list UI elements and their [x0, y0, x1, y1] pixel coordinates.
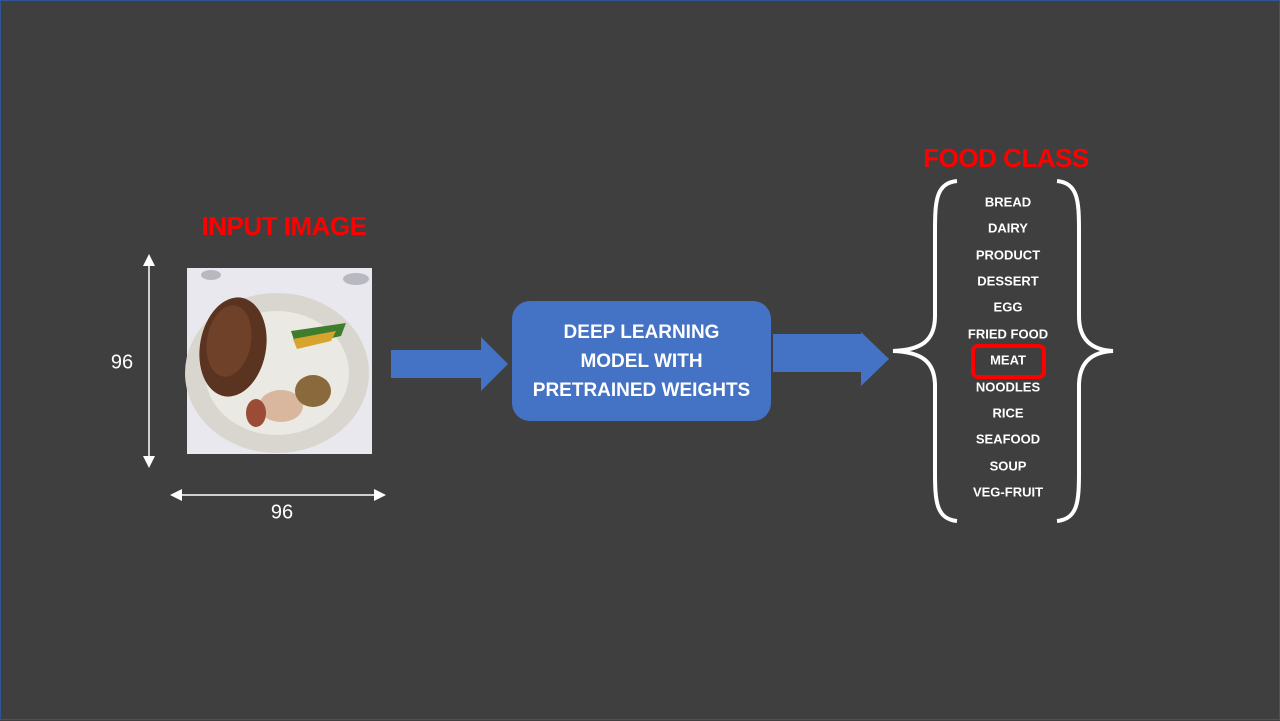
model-to-output-arrow — [773, 332, 889, 386]
class-item: DESSERT — [977, 273, 1039, 289]
class-item: EGG — [993, 299, 1023, 315]
right-brace — [1056, 179, 1114, 523]
input-image-title: INPUT IMAGE — [201, 211, 367, 241]
deep-learning-model-box: DEEP LEARNING MODEL WITH PRETRAINED WEIG… — [512, 301, 771, 421]
class-item: DAIRY — [988, 220, 1028, 236]
input-to-model-arrow — [391, 337, 508, 391]
class-item: SEAFOOD — [975, 431, 1041, 447]
class-item-highlighted: MEAT — [990, 352, 1026, 368]
model-line-2: MODEL WITH — [580, 350, 703, 372]
class-item: SOUP — [989, 458, 1027, 474]
model-line-3: PRETRAINED WEIGHTS — [532, 379, 751, 401]
class-item: PRODUCT — [975, 247, 1041, 263]
height-label: 96 — [110, 351, 134, 374]
width-label: 96 — [270, 501, 294, 524]
class-item: BREAD — [984, 194, 1032, 210]
model-line-1: DEEP LEARNING — [563, 321, 720, 343]
class-item: FRIED FOOD — [967, 326, 1049, 342]
food-image — [185, 268, 372, 454]
food-class-title: FOOD CLASS — [923, 143, 1089, 173]
predicted-class-highlight — [971, 344, 1046, 379]
class-item: NOODLES — [975, 379, 1041, 395]
class-item: VEG-FRUIT — [972, 484, 1044, 500]
class-item: RICE — [992, 405, 1024, 421]
left-brace — [892, 179, 958, 523]
